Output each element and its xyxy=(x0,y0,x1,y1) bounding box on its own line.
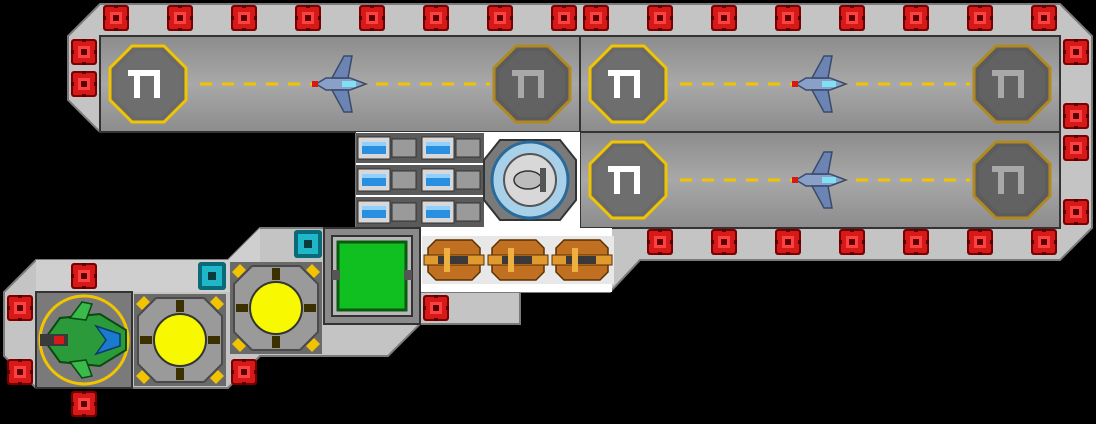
player-ship-icon[interactable] xyxy=(35,291,133,389)
armor-node-icon[interactable] xyxy=(7,295,33,321)
turret-gun-icon[interactable] xyxy=(549,235,615,285)
hangar-bay-top-right[interactable] xyxy=(579,35,1061,133)
armor-node-icon[interactable] xyxy=(711,229,737,255)
armor-node-icon[interactable] xyxy=(903,229,929,255)
armor-node-icon[interactable] xyxy=(711,5,737,31)
armor-node-icon[interactable] xyxy=(71,71,97,97)
hangar-bay-top-left[interactable] xyxy=(99,35,581,133)
reactor-core-icon[interactable] xyxy=(229,261,323,355)
armor-node-icon[interactable] xyxy=(1063,103,1089,129)
reactor-core-icon[interactable] xyxy=(133,293,227,387)
armor-node-icon[interactable] xyxy=(1031,5,1057,31)
armor-node-icon[interactable] xyxy=(967,5,993,31)
armor-node-icon[interactable] xyxy=(231,5,257,31)
hangar-bay-middle-right[interactable] xyxy=(579,131,1061,229)
battery-cell-icon[interactable] xyxy=(355,132,421,164)
armor-node-icon[interactable] xyxy=(551,5,577,31)
sensor-node-icon[interactable] xyxy=(198,262,226,290)
exit-pad-icon xyxy=(972,44,1052,124)
exit-pad-icon xyxy=(492,44,572,124)
armor-node-icon[interactable] xyxy=(231,359,257,385)
armor-node-icon[interactable] xyxy=(647,229,673,255)
armor-node-icon[interactable] xyxy=(967,229,993,255)
landing-pad-icon xyxy=(588,140,668,220)
armor-node-icon[interactable] xyxy=(423,295,449,321)
armor-node-icon[interactable] xyxy=(71,391,97,417)
armor-node-icon[interactable] xyxy=(1063,135,1089,161)
armor-node-icon[interactable] xyxy=(775,5,801,31)
armor-node-icon[interactable] xyxy=(71,39,97,65)
landing-pad-icon xyxy=(108,44,188,124)
armor-node-icon[interactable] xyxy=(775,229,801,255)
armor-node-icon[interactable] xyxy=(1063,39,1089,65)
armor-node-icon[interactable] xyxy=(103,5,129,31)
shield-generator-icon[interactable] xyxy=(483,132,580,228)
turret-row xyxy=(420,228,615,292)
armor-node-icon[interactable] xyxy=(487,5,513,31)
armor-node-icon[interactable] xyxy=(1063,199,1089,225)
battery-cell-icon[interactable] xyxy=(419,132,485,164)
command-bridge-icon[interactable] xyxy=(323,227,421,325)
armor-node-icon[interactable] xyxy=(295,5,321,31)
armor-node-icon[interactable] xyxy=(839,229,865,255)
armor-node-icon[interactable] xyxy=(647,5,673,31)
armor-node-icon[interactable] xyxy=(583,5,609,31)
turret-gun-icon[interactable] xyxy=(485,235,551,285)
exit-pad-icon xyxy=(972,140,1052,220)
sensor-node-icon[interactable] xyxy=(294,230,322,258)
landing-pad-icon xyxy=(588,44,668,124)
battery-cell-icon[interactable] xyxy=(419,196,485,228)
armor-node-icon[interactable] xyxy=(1031,229,1057,255)
armor-node-icon[interactable] xyxy=(7,359,33,385)
battery-cell-icon[interactable] xyxy=(419,164,485,196)
battery-cell-icon[interactable] xyxy=(355,164,421,196)
armor-node-icon[interactable] xyxy=(903,5,929,31)
battery-cell-icon[interactable] xyxy=(355,196,421,228)
armor-node-icon[interactable] xyxy=(71,263,97,289)
armor-node-icon[interactable] xyxy=(839,5,865,31)
turret-gun-icon[interactable] xyxy=(421,235,487,285)
armor-node-icon[interactable] xyxy=(359,5,385,31)
armor-node-icon[interactable] xyxy=(423,5,449,31)
armor-node-icon[interactable] xyxy=(167,5,193,31)
battery-bank xyxy=(355,132,485,228)
